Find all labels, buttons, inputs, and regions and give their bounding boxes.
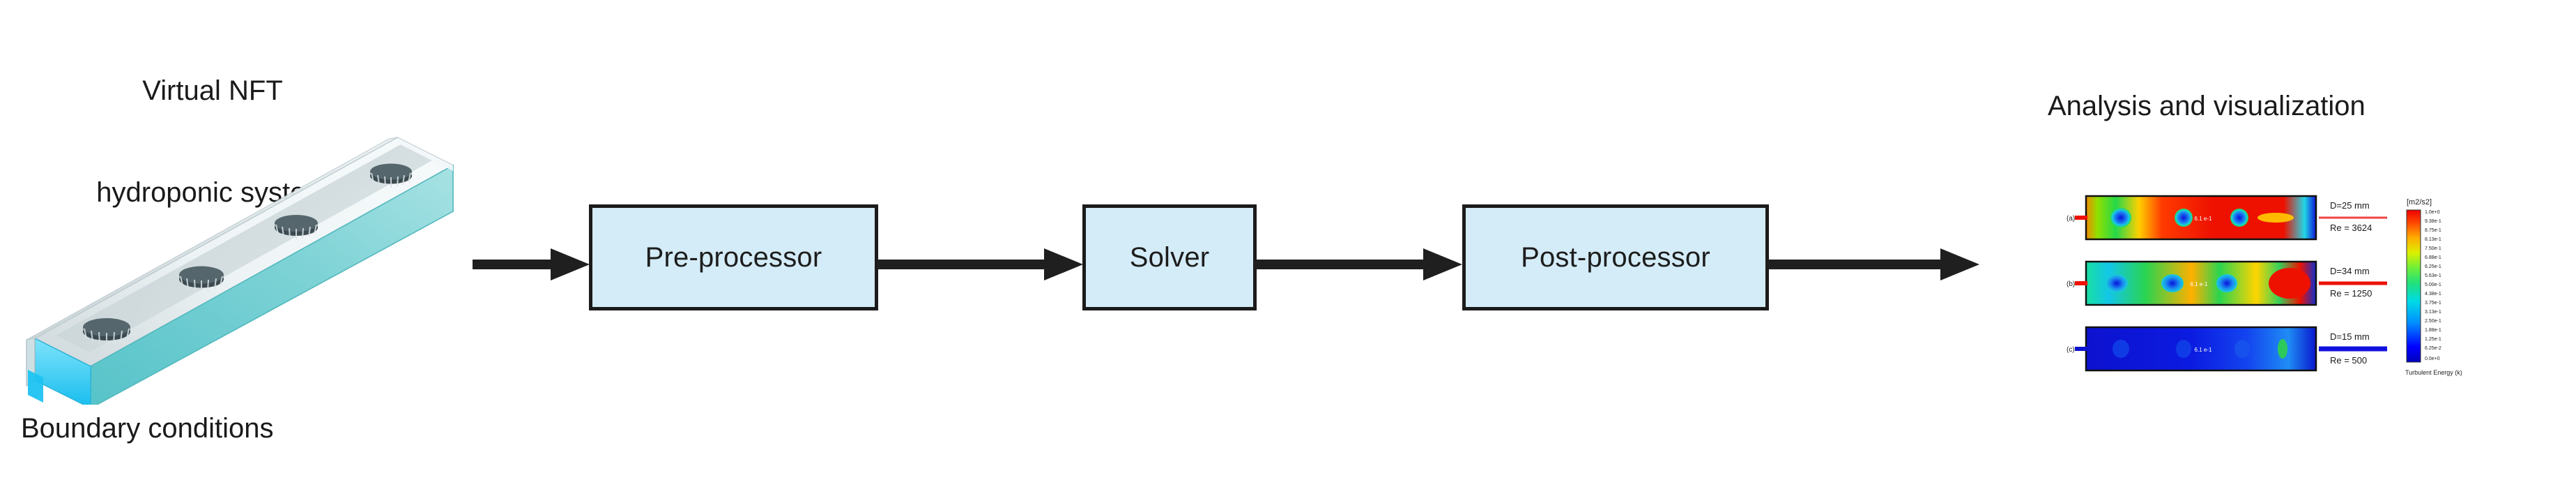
flow-arrow-1 [473, 246, 592, 283]
panel-c-tag: (c) [2067, 346, 2075, 354]
colorbar: [m2/s2] 1.0e+0 9.38e-1 8.75e-1 8.13e-1 7… [2405, 198, 2462, 376]
panel-c-diameter: D=15 mm [2330, 331, 2370, 342]
nft-channel-isometric-figure [7, 129, 495, 405]
flow-arrow-3 [1255, 246, 1465, 283]
pre-processor-label: Pre-processor [645, 241, 822, 273]
colorbar-ticks: 1.0e+0 9.38e-1 8.75e-1 8.13e-1 7.50e-1 6… [2425, 210, 2441, 361]
post-processor-box[interactable]: Post-processor [1462, 204, 1769, 310]
net-pot-3 [275, 215, 318, 239]
svg-text:9.38e-1: 9.38e-1 [2425, 219, 2441, 224]
pre-processor-box[interactable]: Pre-processor [589, 204, 878, 310]
cad-channel-body [26, 136, 454, 405]
svg-text:6.25e-1: 6.25e-1 [2425, 264, 2441, 269]
inlet-face [28, 370, 43, 403]
svg-text:5.63e-1: 5.63e-1 [2425, 273, 2441, 278]
net-pot-2 [179, 266, 224, 292]
panel-a-tag: (a) [2067, 215, 2075, 223]
svg-text:6.25e-2: 6.25e-2 [2425, 346, 2441, 351]
svg-text:7.50e-1: 7.50e-1 [2425, 246, 2441, 251]
net-pot-1 [83, 318, 130, 345]
net-pot-4 [370, 163, 412, 188]
contour-panel-c: 6.1 e-1 (c) D=15 mm Re = 500 [2067, 326, 2387, 372]
svg-text:1.88e-1: 1.88e-1 [2425, 328, 2441, 333]
cad-title-line-1: Virtual NFT [142, 75, 283, 106]
svg-text:6.88e-1: 6.88e-1 [2425, 255, 2441, 260]
svg-text:2.50e-1: 2.50e-1 [2425, 319, 2441, 324]
panel-c-annotation: 6.1 e-1 [2195, 347, 2212, 353]
post-processor-label: Post-processor [1521, 241, 1710, 273]
svg-text:0.0e+0: 0.0e+0 [2425, 357, 2440, 361]
net-pot-group [83, 163, 412, 345]
flow-arrow-2 [877, 246, 1086, 283]
contour-panel-b: 6.1 e-1 (b) D=34 mm Re = 1250 [2067, 260, 2387, 306]
contour-panel-a: 6.1 e-1 (a) D=25 mm Re = 3624 [2067, 195, 2387, 241]
panel-c-reynolds: Re = 500 [2330, 355, 2367, 366]
analysis-title: Analysis and visualization [2048, 91, 2366, 121]
colorbar-caption: Turbulent Energy (k) [2405, 369, 2462, 376]
panel-a-diameter: D=25 mm [2330, 200, 2370, 211]
svg-text:8.75e-1: 8.75e-1 [2425, 228, 2441, 233]
svg-text:1.25e-1: 1.25e-1 [2425, 337, 2441, 342]
solver-label: Solver [1129, 241, 1210, 273]
solver-box[interactable]: Solver [1082, 204, 1257, 310]
panel-b-diameter: D=34 mm [2330, 266, 2370, 276]
panel-b-annotation: 6.1 e-1 [2191, 281, 2208, 287]
svg-text:8.13e-1: 8.13e-1 [2425, 237, 2441, 242]
svg-text:3.75e-1: 3.75e-1 [2425, 301, 2441, 306]
flow-arrow-4 [1768, 246, 1982, 283]
svg-text:1.0e+0: 1.0e+0 [2425, 210, 2440, 215]
colorbar-title: [m2/s2] [2407, 198, 2432, 207]
cfd-contour-figure: 6.1 e-1 (a) D=25 mm Re = 3624 6.1 e-1 (b… [2060, 192, 2540, 387]
boundary-conditions-label: Boundary conditions [21, 413, 274, 444]
panel-a-annotation: 6.1 e-1 [2195, 216, 2212, 222]
panel-b-tag: (b) [2067, 280, 2075, 288]
svg-text:3.13e-1: 3.13e-1 [2425, 310, 2441, 315]
svg-text:4.38e-1: 4.38e-1 [2425, 292, 2441, 297]
panel-a-reynolds: Re = 3624 [2330, 223, 2372, 233]
svg-text:5.00e-1: 5.00e-1 [2425, 283, 2441, 287]
panel-b-reynolds: Re = 1250 [2330, 288, 2372, 299]
